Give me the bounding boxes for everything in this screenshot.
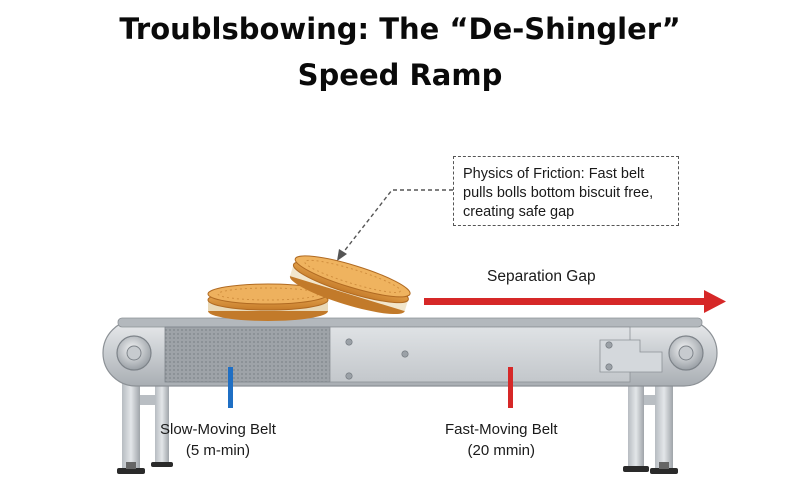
slow-belt-name: Slow-Moving Belt [160,421,276,438]
callout-leader-arrowhead [337,249,347,261]
fast-belt-name: Fast-Moving Belt [445,421,558,438]
upper-biscuit [289,255,411,315]
fast-belt-speed: (20 mmin) [467,442,536,459]
friction-callout: Physics of Friction: Fast belt pulls bol… [453,156,679,226]
slow-belt-speed: (5 m-min) [185,442,251,459]
title-line-1: Troublsbowing: The “De-Shingler” [119,12,681,46]
slow-belt-section [164,326,331,383]
slow-belt-label: Slow-Moving Belt (5 m-min) [160,419,276,461]
fast-belt-section [329,326,631,383]
separation-gap-arrow [424,290,726,313]
fast-belt-marker [508,367,513,408]
conveyor-belt-icon [102,317,718,387]
conveyor-legs [117,383,678,474]
slow-belt-marker [228,367,233,408]
sandwich-biscuit-icon [207,255,411,321]
page-title: Troublsbowing: The “De-Shingler” Speed R… [0,6,800,98]
separation-gap-label: Separation Gap [487,268,596,285]
fast-belt-label: Fast-Moving Belt (20 mmin) [445,419,558,461]
callout-text: Physics of Friction: Fast belt pulls bol… [463,166,654,220]
title-line-2: Speed Ramp [297,58,503,92]
callout-leader-line [341,189,453,255]
